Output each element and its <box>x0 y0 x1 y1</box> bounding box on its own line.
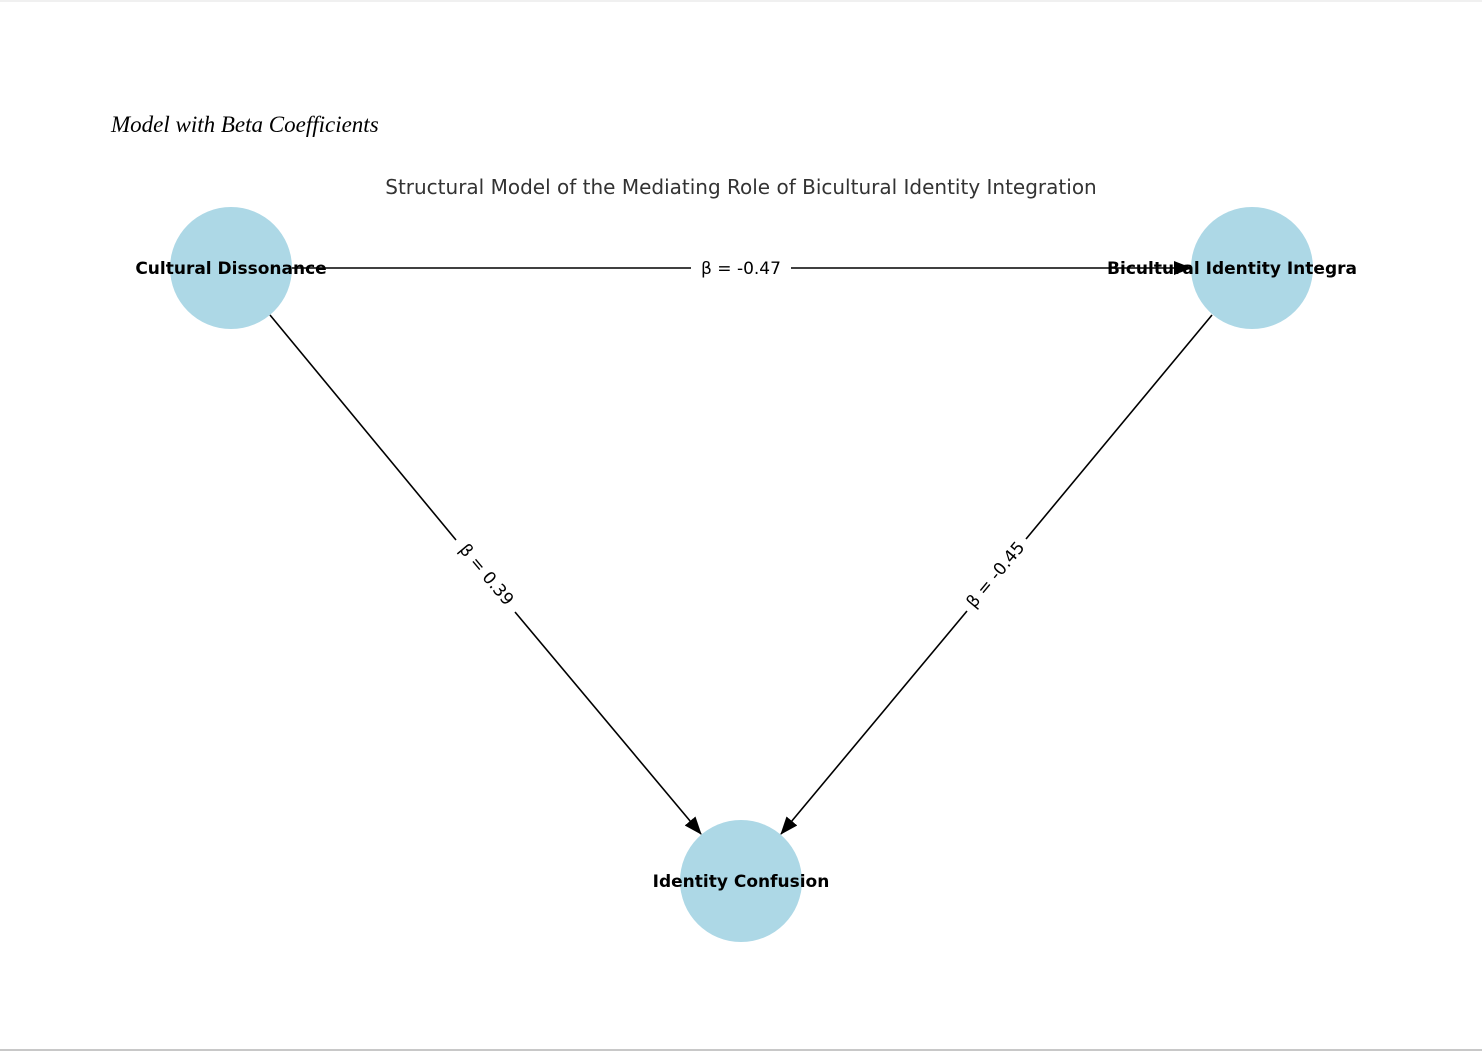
node-bicultural-identity-integration <box>1191 207 1313 329</box>
edge-label-cd-bii: β = -0.47 <box>701 259 781 279</box>
node-label-bicultural-identity-integration: Bicultural Identity Integra <box>1107 259 1357 279</box>
edge-label-cd-ic: β = 0.39 <box>455 540 518 609</box>
edge-cd-to-bii: β = -0.47 <box>292 259 1192 279</box>
edge-bii-to-ic: β = -0.45 <box>780 314 1213 835</box>
diagram-title: Structural Model of the Mediating Role o… <box>385 175 1096 199</box>
node-identity-confusion <box>680 820 802 942</box>
edge-cd-to-ic: β = 0.39 <box>269 314 702 835</box>
node-label-identity-confusion: Identity Confusion <box>653 872 830 892</box>
node-cultural-dissonance <box>170 207 292 329</box>
node-label-cultural-dissonance: Cultural Dissonance <box>135 259 326 279</box>
edge-label-bii-ic: β = -0.45 <box>963 538 1030 612</box>
figure-heading: Model with Beta Coefficients <box>111 112 379 137</box>
